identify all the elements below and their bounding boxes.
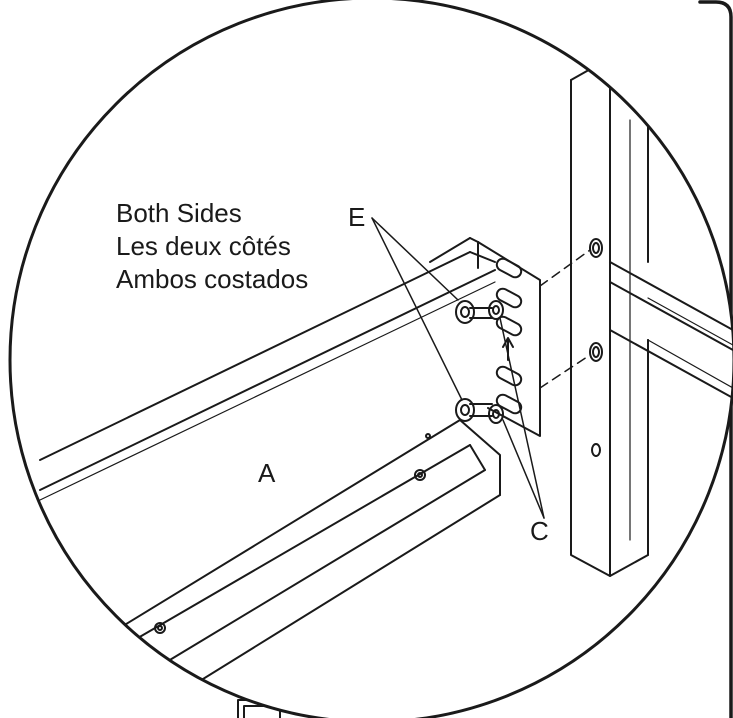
part-label-e: E xyxy=(348,202,365,232)
page-frame xyxy=(698,0,733,718)
alignment-dashes xyxy=(539,249,591,389)
leader-lines xyxy=(371,217,545,519)
nuts-c xyxy=(488,300,504,424)
part-label-a: A xyxy=(258,458,276,488)
note-english: Both Sides xyxy=(116,198,242,228)
note-spanish: Ambos costados xyxy=(116,264,308,294)
note-french: Les deux côtés xyxy=(116,231,291,261)
part-label-c: C xyxy=(530,516,549,546)
bed-post xyxy=(570,57,733,577)
detail-contents: Both Sides Les deux côtés Ambos costados… xyxy=(39,57,733,718)
detail-circle xyxy=(8,0,733,718)
